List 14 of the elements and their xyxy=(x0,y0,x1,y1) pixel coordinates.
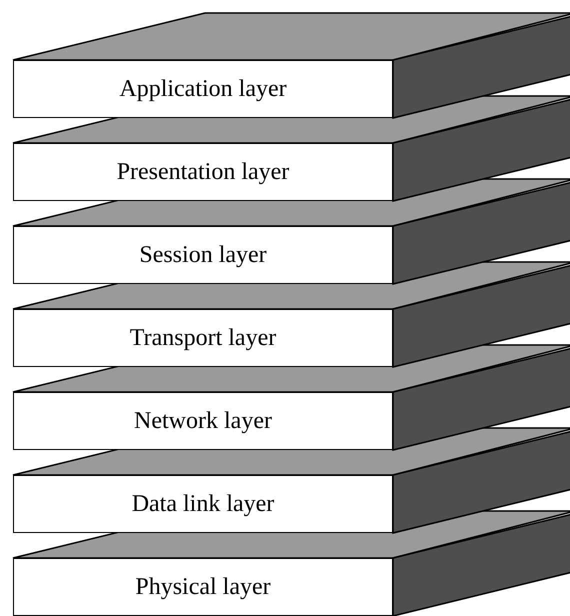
layer-box xyxy=(13,60,393,118)
layer-box xyxy=(13,143,393,201)
layer-label: Data link layer xyxy=(132,490,274,518)
layer-label: Application layer xyxy=(119,76,287,102)
layer-box xyxy=(13,475,393,533)
layer-label: Network layer xyxy=(134,408,272,434)
layer-box xyxy=(13,392,393,450)
layer-label: Session layer xyxy=(139,242,267,268)
layer-box xyxy=(13,226,393,284)
layer-box xyxy=(13,558,393,616)
layer-box xyxy=(13,309,393,367)
layer-label: Physical layer xyxy=(135,574,271,600)
layer-label: Presentation layer xyxy=(116,158,290,186)
layer-label: Transport layer xyxy=(130,324,276,352)
